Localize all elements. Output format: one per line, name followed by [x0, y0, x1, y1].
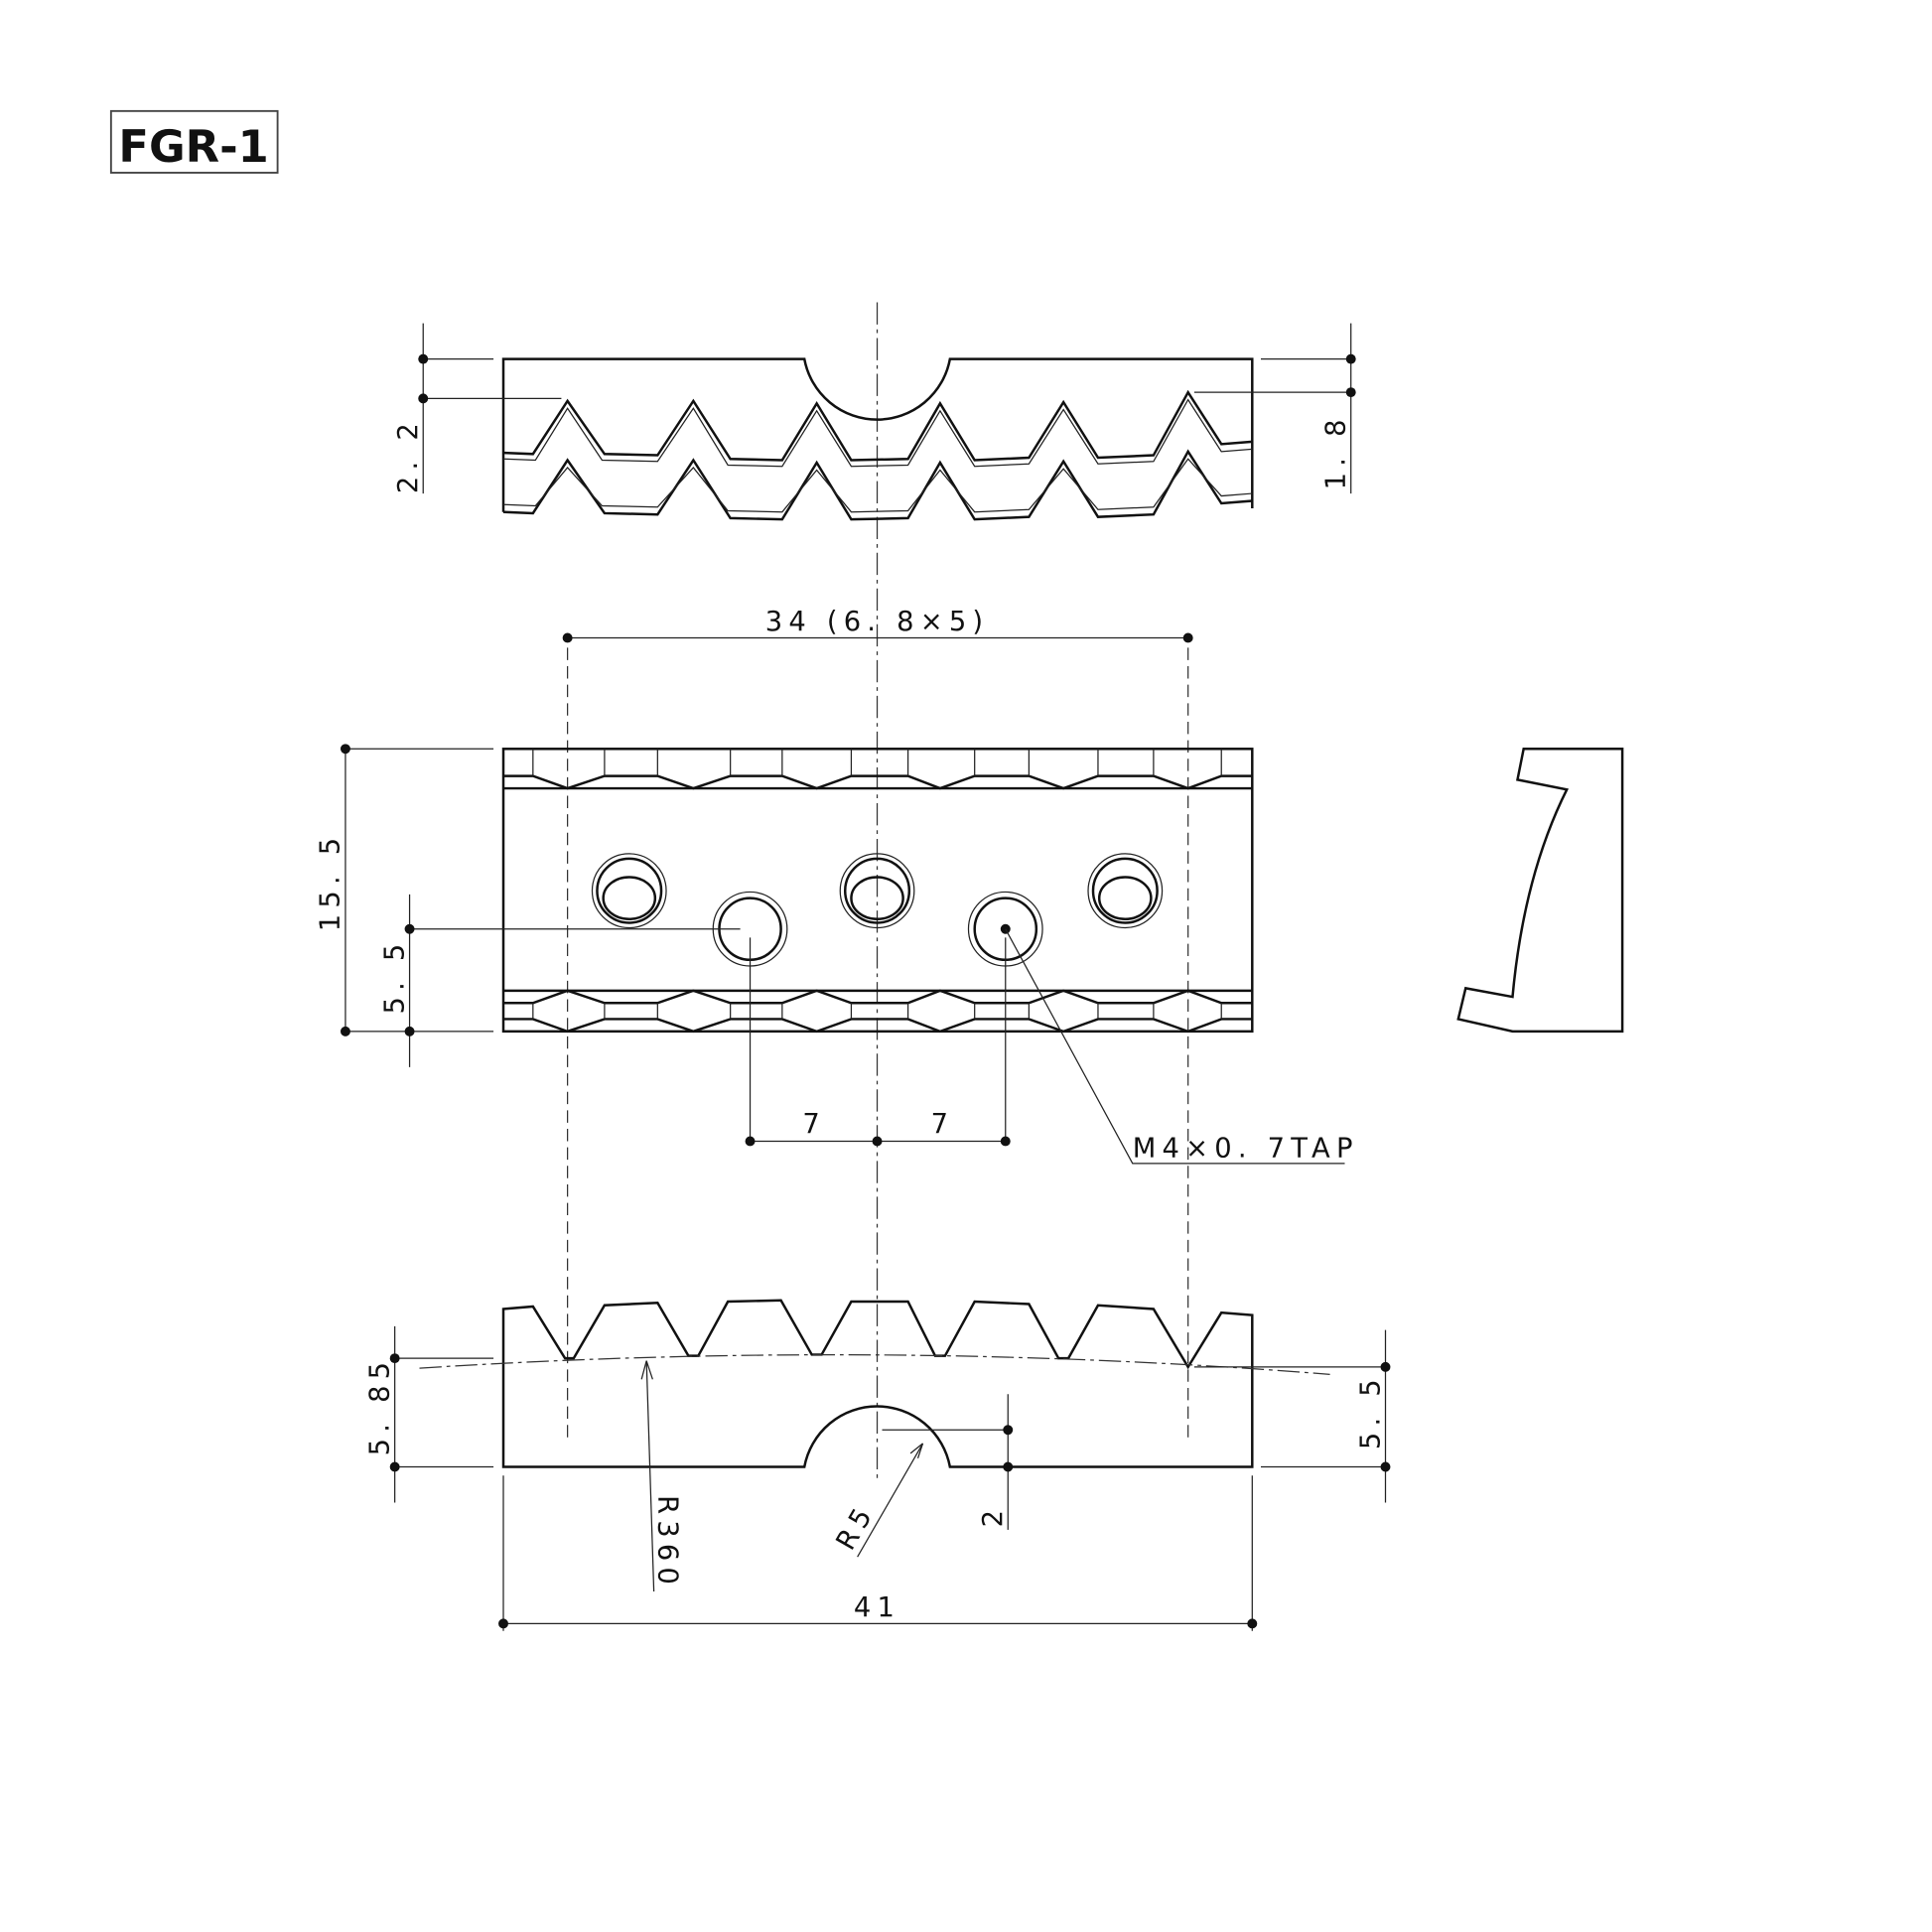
dim-top-left-depth: 2. 2	[393, 417, 424, 493]
countersunk-hole	[839, 853, 915, 929]
countersunk-hole	[591, 853, 667, 929]
part-title-box: FGR-1	[109, 109, 279, 174]
side-view	[1456, 748, 1624, 1034]
dim-hole-offset: 5. 5	[379, 937, 410, 1014]
part-title: FGR-1	[118, 120, 268, 173]
dim-left-height: 5. 85	[364, 1356, 395, 1456]
plan-view: 15. 5 5. 5 7 7 M4×0. 7TAP	[316, 744, 1359, 1165]
pitch-dimension: 34 (6. 8×5)	[562, 607, 1193, 1438]
tap-callout: M4×0. 7TAP	[1133, 1134, 1359, 1165]
dim-height: 15. 5	[316, 832, 346, 932]
dim-curve-radius: R360	[652, 1495, 683, 1590]
dim-notch-radius: R5	[831, 1498, 882, 1556]
dim-spacing-right: 7	[931, 1109, 955, 1140]
dim-pitch: 34 (6. 8×5)	[765, 607, 990, 637]
dim-notch-depth: 2	[978, 1504, 1009, 1528]
dim-spacing-left: 7	[802, 1109, 826, 1140]
top-view: 2. 2 1. 8	[393, 323, 1356, 521]
dim-right-height: 5. 5	[1355, 1373, 1386, 1449]
dim-width: 41	[854, 1592, 900, 1623]
dim-top-right-depth: 1. 8	[1320, 413, 1351, 489]
countersunk-hole	[1087, 853, 1164, 929]
